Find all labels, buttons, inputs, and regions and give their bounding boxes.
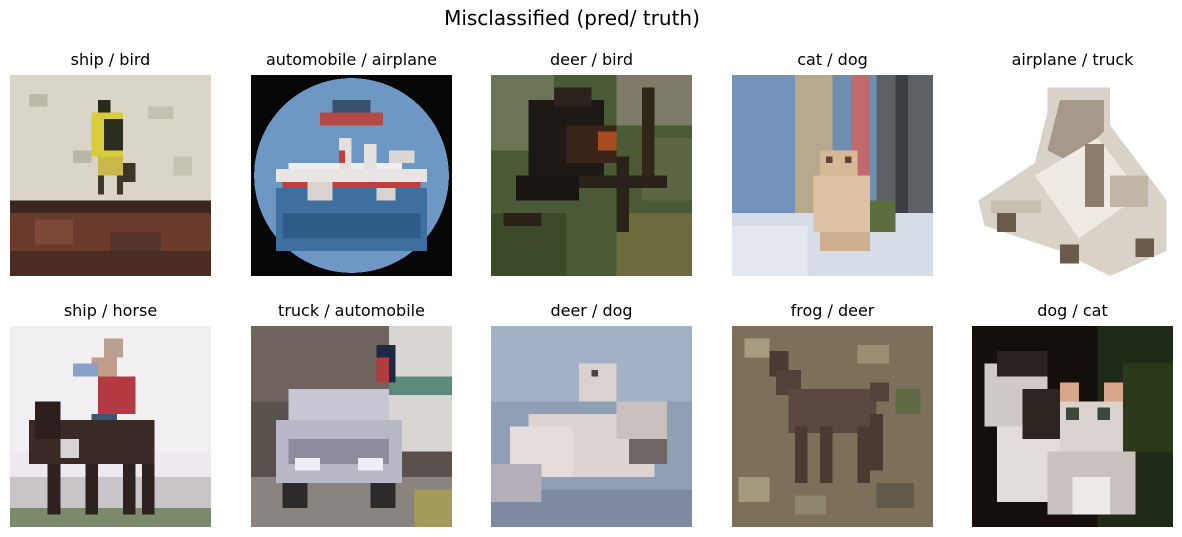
panel-1-image xyxy=(10,75,211,276)
panel-10-image xyxy=(972,326,1173,527)
panel-4-title: cat / dog xyxy=(797,50,868,69)
panel-2-title: automobile / airplane xyxy=(265,50,438,69)
panel-6-image xyxy=(10,326,211,527)
panel-7-image xyxy=(251,326,452,527)
panel-3-image xyxy=(491,75,692,276)
panel-5-image xyxy=(972,75,1173,276)
panel-4-image xyxy=(732,75,933,276)
panel-3-title: deer / bird xyxy=(549,50,634,69)
panel-7-title: truck / automobile xyxy=(278,301,425,320)
panel-8-title: deer / dog xyxy=(550,301,633,320)
panel-9-image xyxy=(732,326,933,527)
panel-8-image xyxy=(491,326,692,527)
panel-2-image xyxy=(251,75,452,276)
panel-5-title: airplane / truck xyxy=(1011,50,1134,69)
panel-1-title: ship / bird xyxy=(70,50,151,69)
panel-10-title: dog / cat xyxy=(1037,301,1108,320)
figure-title: Misclassified (pred/ truth) xyxy=(444,6,700,30)
panel-6-title: ship / horse xyxy=(63,301,158,320)
panel-9-title: frog / deer xyxy=(790,301,875,320)
